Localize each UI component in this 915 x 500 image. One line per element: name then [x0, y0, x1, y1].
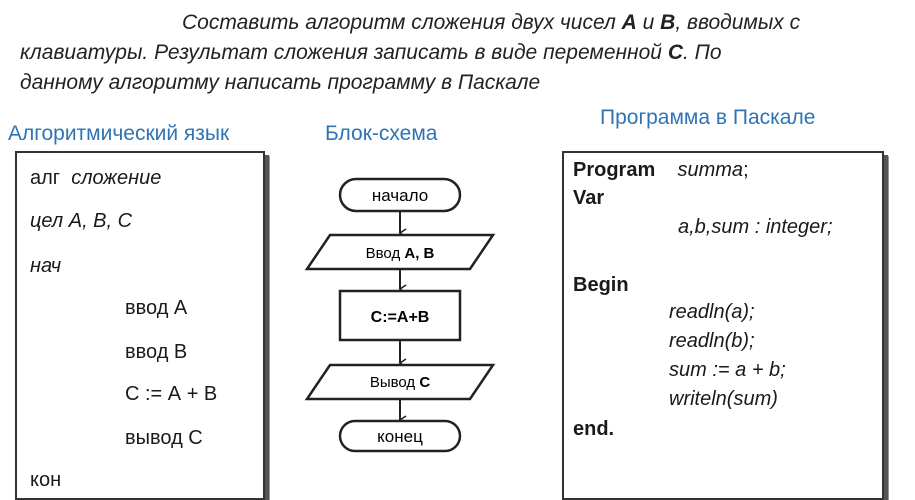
pascal-keyword-begin: Begin	[573, 274, 629, 296]
pascal-statement-writeln: writeln(sum)	[669, 388, 778, 410]
flow-start-terminator	[338, 177, 462, 213]
flow-input-parallelogram	[304, 233, 496, 271]
header-algo-language: Алгоритмический язык	[8, 122, 230, 145]
task-line-2: клавиатуры. Результат сложения записать …	[20, 38, 905, 68]
algo-header-line: алг сложение	[30, 167, 161, 190]
pascal-var-declaration: a,b,sum : integer;	[678, 216, 833, 238]
flow-output-parallelogram	[304, 363, 496, 401]
algo-keyword: алг	[30, 167, 61, 189]
pascal-statement-readln-a: readln(a);	[669, 301, 755, 323]
algo-input-b: ввод В	[125, 341, 188, 363]
header-pascal-program: Программа в Паскале	[600, 106, 816, 129]
pascal-statement-sum: sum := a + b;	[669, 359, 786, 381]
pascal-keyword-program: Program	[573, 159, 656, 181]
task-line-1: Составить алгоритм сложения двух чисел А…	[20, 8, 905, 38]
pascal-keyword-end: end.	[573, 418, 615, 440]
algo-declaration: цел А, В, С	[30, 210, 133, 232]
task-text: . По	[682, 41, 722, 64]
algo-assign: С := А + В	[125, 383, 218, 405]
pascal-program-name: summa	[677, 159, 744, 181]
task-var-b: В	[660, 11, 676, 34]
flow-input-label: Ввод А, В	[366, 245, 435, 262]
flow-process-box	[338, 289, 462, 342]
header-flowchart: Блок-схема	[325, 122, 438, 145]
task-text: Составить алгоритм сложения двух чисел	[182, 11, 622, 34]
task-statement: Составить алгоритм сложения двух чисел А…	[20, 8, 905, 98]
task-text: клавиатуры. Результат сложения записать …	[20, 41, 668, 64]
algo-end: кон	[30, 469, 62, 491]
flow-output-label: Вывод С	[370, 374, 431, 391]
task-line-3: данному алгоритму написать программу в П…	[20, 71, 541, 94]
task-var-c: С	[667, 41, 683, 64]
algo-name: сложение	[71, 167, 162, 189]
pascal-keyword-var: Var	[573, 187, 605, 209]
algo-output: вывод С	[125, 427, 203, 449]
algo-input-a: ввод А	[125, 297, 188, 319]
flowchart: начало Ввод А, В С:=А+В Вывод С конец	[304, 177, 496, 453]
pascal-semicolon: ;	[743, 159, 749, 181]
flow-process-label: С:=А+В	[371, 309, 430, 326]
task-text: и	[636, 11, 661, 34]
algo-language-panel: алг сложение цел А, В, С нач ввод А ввод…	[15, 151, 265, 500]
flow-end-label: конец	[377, 427, 423, 446]
algo-begin: нач	[30, 255, 62, 277]
pascal-program-panel: Program summa; Var a,b,sum : integer; Be…	[562, 151, 884, 500]
flow-end-terminator	[338, 419, 462, 453]
pascal-program-line: Program summa;	[573, 159, 749, 182]
pascal-statement-readln-b: readln(b);	[669, 330, 755, 352]
flow-start-label: начало	[372, 186, 428, 205]
task-text: , вводимых с	[675, 11, 801, 34]
task-var-a: А	[621, 11, 637, 34]
